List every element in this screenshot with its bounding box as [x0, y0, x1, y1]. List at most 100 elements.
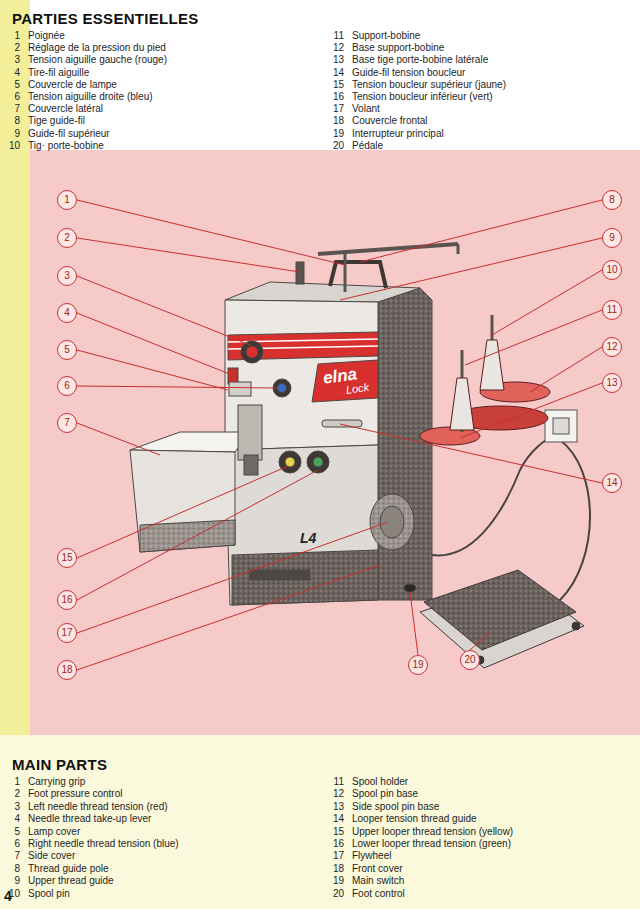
part-name: Upper looper thread tension (yellow): [352, 826, 513, 838]
list-number: 4: [6, 67, 20, 79]
list-number: 1: [6, 776, 20, 788]
callout-text: 12: [603, 338, 621, 356]
part-name: Tension aiguille droite (bleu): [28, 91, 153, 103]
sewing-machine-part: [225, 445, 378, 605]
sewing-machine-part: [380, 506, 404, 538]
callout-number: 15: [57, 548, 77, 568]
list-number: 4: [6, 813, 20, 825]
leader-lines-part: [77, 313, 232, 375]
list-number: 14: [330, 67, 344, 79]
sewing-machine-part: [378, 288, 432, 600]
callout-number: 3: [57, 266, 77, 286]
list-number: 3: [6, 801, 20, 813]
sewing-machine-part: [130, 450, 235, 552]
list-number: 15: [330, 79, 344, 91]
sewing-machine-part: [278, 384, 287, 393]
part-name: Interrupteur principal: [352, 128, 444, 140]
wall-outlet-part: [553, 418, 569, 434]
callout-number: 1: [57, 190, 77, 210]
part-name: Upper thread guide: [28, 875, 114, 887]
leader-lines-part: [77, 386, 278, 388]
sewing-machine: [130, 244, 458, 605]
sewing-machine-part: [225, 282, 420, 302]
sewing-machine-part: [130, 432, 250, 452]
part-name: Flywheel: [352, 850, 391, 862]
foot-pedal: [420, 570, 584, 668]
leader-lines-part: [530, 347, 602, 392]
part-name: Support-bobine: [352, 30, 420, 42]
part-name: Side spool pin base: [352, 801, 439, 813]
part-name: Spool holder: [352, 776, 408, 788]
sewing-machine-part: [322, 420, 362, 427]
sewing-machine-part: [404, 584, 416, 592]
leader-lines-part: [77, 238, 300, 272]
callout-number: 5: [57, 340, 77, 360]
background-part: [0, 0, 30, 735]
callout-number: 10: [602, 260, 622, 280]
part-name: Left needle thread tension (red): [28, 801, 168, 813]
callout-number: 17: [57, 623, 77, 643]
leader-lines-part: [460, 383, 602, 438]
sewing-machine-part: [279, 451, 301, 473]
sewing-machine-part: [232, 550, 378, 605]
list-number: 7: [6, 850, 20, 862]
part-name: Tig· porte-bobine: [28, 140, 104, 152]
model-mark: L4: [300, 530, 316, 546]
background-part: [0, 735, 640, 909]
spool-stand-part: [480, 340, 504, 390]
list-number: 7: [6, 103, 20, 115]
list-number: 20: [330, 140, 344, 152]
list-number: 8: [6, 863, 20, 875]
leader-lines-part: [340, 238, 602, 300]
part-name: Lamp cover: [28, 826, 80, 838]
sewing-machine-part: [457, 244, 460, 254]
list-number: 17: [330, 850, 344, 862]
spool-stand: [420, 315, 550, 445]
foot-pedal-part: [572, 622, 580, 630]
part-name: Thread guide pole: [28, 863, 109, 875]
callout-text: 20: [461, 651, 479, 669]
list-number: 12: [330, 42, 344, 54]
page-heading: PARTIES ESSENTIELLES: [12, 10, 199, 28]
sewing-machine-part: [229, 382, 251, 396]
part-name: Tension aiguille gauche (rouge): [28, 54, 167, 66]
leader-lines-part: [77, 350, 228, 390]
sewing-machine-part: [313, 457, 323, 467]
list-number: 3: [6, 54, 20, 66]
part-name: Volant: [352, 103, 380, 115]
sewing-machine-part: [238, 405, 262, 460]
list-number: 14: [330, 813, 344, 825]
callout-text: 13: [603, 374, 621, 392]
list-number: 17: [330, 103, 344, 115]
part-name: Spool pin base: [352, 788, 418, 800]
part-name: Foot control: [352, 888, 405, 900]
sewing-machine-part: [244, 455, 258, 475]
sewing-machine-part: [285, 457, 295, 467]
part-name: Couvercle frontal: [352, 115, 428, 127]
callout-text: 14: [603, 474, 621, 492]
list-number: 16: [330, 91, 344, 103]
sewing-machine-part: [370, 494, 414, 550]
callout-number: 19: [408, 655, 428, 675]
list-number: 1: [6, 30, 20, 42]
part-name: Tension boucleur supérieur (jaune): [352, 79, 506, 91]
part-name: Couvercle latéral: [28, 103, 103, 115]
part-name: Tension boucleur inférieur (vert): [352, 91, 493, 103]
sewing-machine-part: [228, 332, 378, 360]
leader-lines-part: [360, 200, 602, 262]
background-part: [30, 150, 640, 735]
wall-outlet: [545, 410, 577, 442]
callout-text: 8: [603, 191, 621, 209]
callout-number: 11: [602, 300, 622, 320]
sewing-machine-part: [250, 570, 310, 580]
part-name: Carrying grip: [28, 776, 85, 788]
sewing-machine-part: [307, 451, 329, 473]
callout-number: 7: [57, 413, 77, 433]
sewing-machine-part: [312, 360, 378, 402]
list-number: 15: [330, 826, 344, 838]
leader-lines-part: [465, 310, 602, 365]
list-number: 11: [330, 776, 344, 788]
wall-outlet-part: [545, 410, 577, 442]
